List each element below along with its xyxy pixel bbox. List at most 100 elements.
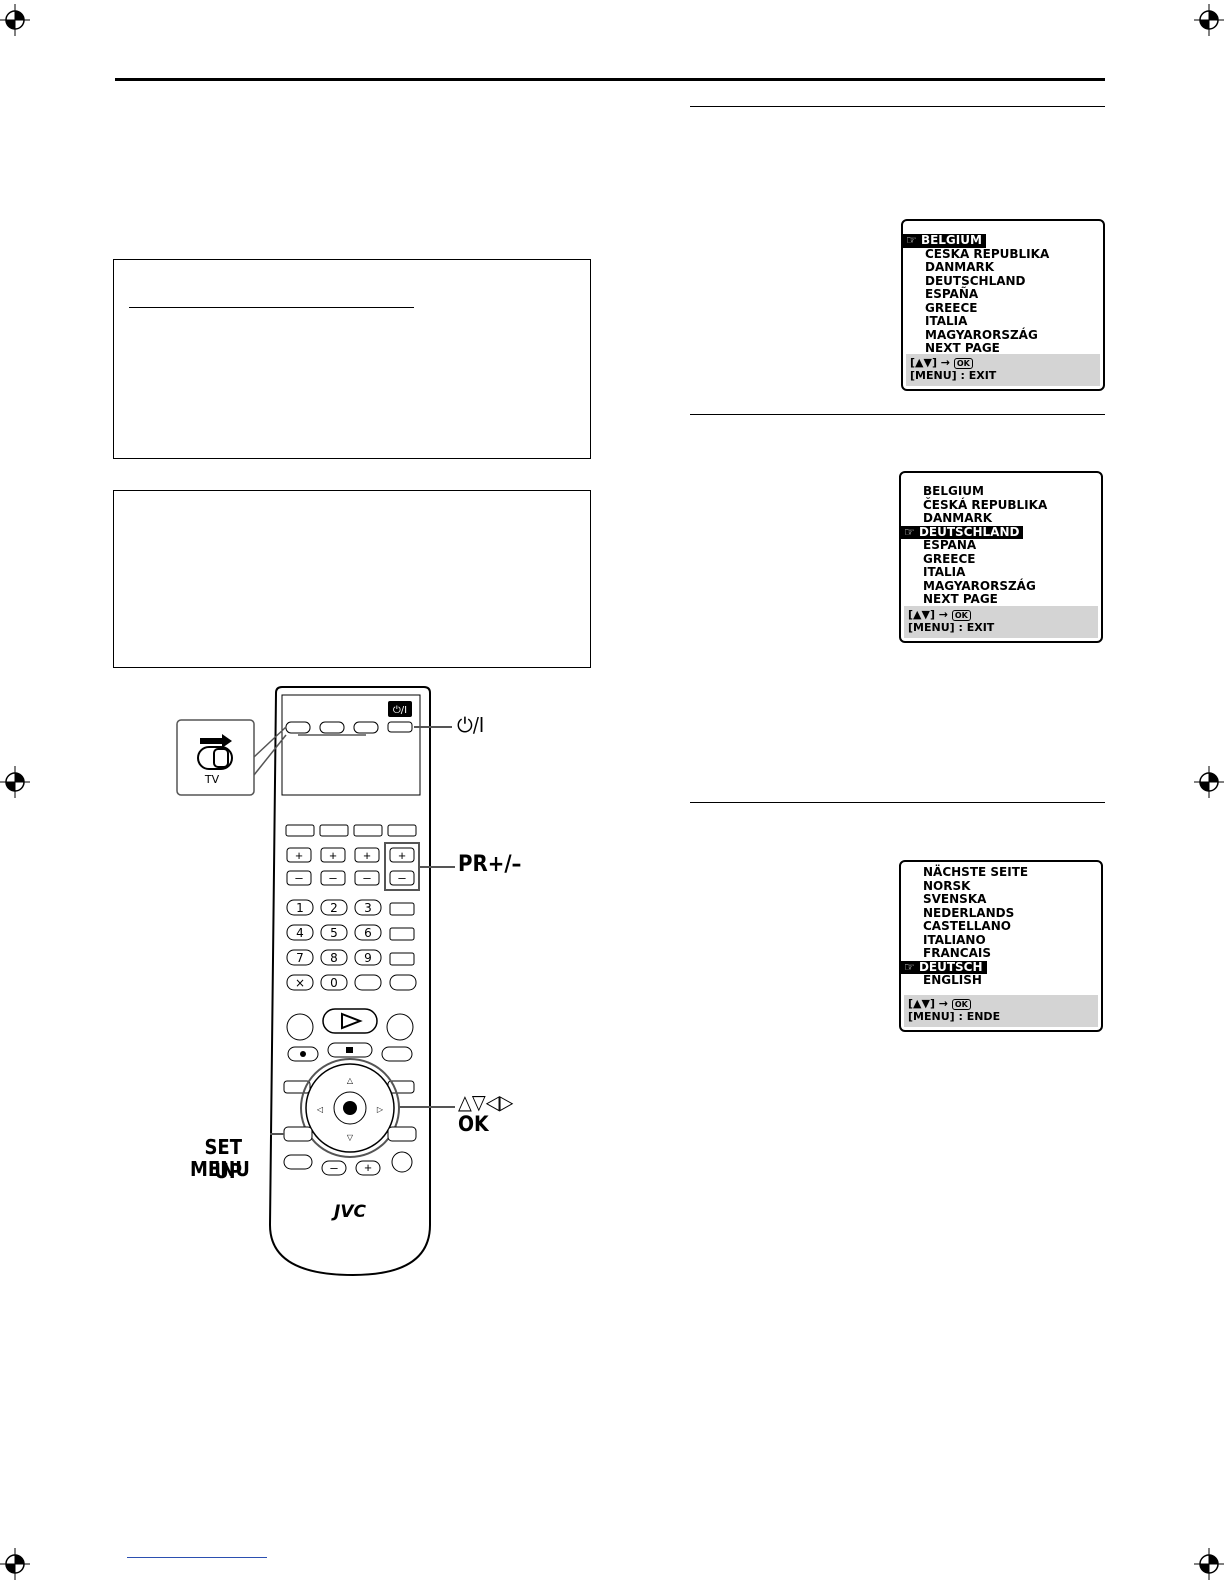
svg-text:7: 7 — [296, 951, 304, 965]
registration-mark-bottom-right — [1194, 1548, 1224, 1580]
osd-item-label: DEUTSCH — [918, 959, 983, 974]
svg-text:9: 9 — [364, 951, 372, 965]
osd-menu-item[interactable]: GREECE — [901, 551, 1101, 567]
osd-item-label: NÄCHSTE SEITE — [923, 865, 1029, 879]
osd-item-label: SVENSKA — [923, 892, 987, 906]
remote-top-button — [353, 721, 379, 734]
ok-icon: OK — [951, 609, 971, 621]
osd-menu-item[interactable]: ☞ DEUTSCHLAND — [901, 524, 1101, 539]
osd-menu-item[interactable]: DANMARK — [901, 511, 1101, 526]
svg-text:–: – — [329, 870, 337, 885]
osd-item-label: GREECE — [923, 551, 976, 566]
svg-text:2: 2 — [330, 901, 338, 915]
osd-menu-item[interactable]: NEXT PAGE — [901, 592, 1101, 607]
osd-menu-item[interactable]: ITALIANO — [901, 932, 1101, 948]
osd-selected-item: ☞ DEUTSCH — [901, 959, 987, 974]
osd-menu-item[interactable]: NORSK — [901, 878, 1101, 894]
osd-menu-item[interactable]: SVENSKA — [901, 892, 1101, 907]
osd-item-label: ESPAÑA — [925, 287, 979, 301]
section-rule-3 — [690, 802, 1105, 803]
osd-menu-item[interactable]: FRANCAIS — [901, 946, 1101, 961]
ok-icon: OK — [953, 357, 973, 369]
osd-item-label: ITALIA — [925, 314, 968, 328]
osd-menu-item[interactable]: CASTELLANO — [901, 919, 1101, 934]
osd-menu-item[interactable]: ESPAÑA — [903, 287, 1103, 302]
osd-item-label: ČESKÁ REPUBLIKA — [925, 246, 1050, 261]
osd-footer-nav: [▲▼] → — [910, 356, 951, 369]
svg-text:6: 6 — [364, 926, 372, 940]
osd-item-label: ČESKÁ REPUBLIKA — [923, 497, 1048, 512]
note-box-1-underline — [129, 307, 414, 308]
svg-text:△: △ — [347, 1076, 354, 1085]
pointing-hand-icon: ☞ — [904, 524, 919, 539]
osd-menu-item[interactable]: NEDERLANDS — [901, 905, 1101, 921]
note-box-2 — [113, 490, 591, 668]
svg-text:–: – — [398, 870, 406, 885]
osd-menu-item[interactable]: DANMARK — [903, 260, 1103, 275]
svg-text:◁: ◁ — [317, 1105, 324, 1114]
remote-navigation-pad: △ ▽ ◁ ▷ – + — [283, 1058, 417, 1176]
osd-footer-menu: [MENU] : ENDE — [908, 1010, 1001, 1023]
osd-item-label: DANMARK — [923, 511, 993, 525]
osd-menu-item[interactable]: ENGLISH — [901, 973, 1101, 988]
osd-menu-item[interactable]: ESPAÑA — [901, 538, 1101, 553]
remote-power-symbol: ⏻/I — [393, 705, 407, 716]
remote-volume-channel-buttons: + + + + – – – – — [286, 847, 415, 886]
footer-link-underline — [127, 1557, 267, 1558]
svg-text:×: × — [295, 976, 305, 990]
osd-menu-item[interactable]: ☞ DEUTSCH — [901, 959, 1101, 974]
osd-item-label: GREECE — [925, 300, 978, 315]
osd-item-label: DEUTSCHLAND — [918, 524, 1020, 539]
setup-callout-label-line2: MENU — [190, 1157, 250, 1181]
osd-item-label: NEXT PAGE — [923, 592, 998, 606]
osd-menu-item[interactable]: MAGYARORSZÁG — [903, 327, 1103, 343]
osd-menu-item[interactable]: NÄCHSTE SEITE — [901, 865, 1101, 880]
osd-item-label: BELGIUM — [923, 484, 984, 498]
power-callout-label: ⏻/I — [457, 713, 485, 737]
svg-text:–: – — [330, 1160, 338, 1175]
osd-menu-item[interactable]: ČESKÁ REPUBLIKA — [903, 246, 1103, 262]
registration-mark-mid-right — [1194, 766, 1224, 798]
osd-menu-item[interactable]: ☞ BELGIUM — [903, 233, 1103, 248]
svg-text:5: 5 — [330, 926, 338, 940]
osd-footer-menu: [MENU] : EXIT — [908, 621, 995, 634]
osd-menu-item[interactable]: ITALIA — [901, 565, 1101, 580]
osd-item-label: NORSK — [923, 878, 971, 893]
osd-item-label: MAGYARORSZÁG — [925, 327, 1038, 342]
pointing-hand-icon: ☞ — [904, 959, 919, 974]
osd-item-label: BELGIUM — [920, 233, 982, 247]
svg-text:+: + — [398, 848, 406, 863]
osd-menu-item[interactable]: DEUTSCHLAND — [903, 274, 1103, 289]
pointing-hand-icon: ☞ — [906, 233, 921, 247]
section-rule-2 — [690, 414, 1105, 415]
osd-menu-item[interactable]: NEXT PAGE — [903, 341, 1103, 356]
remote-number-pad: 1 2 3 4 5 6 7 8 9 × 0 — [286, 899, 417, 991]
osd-item-label: NEDERLANDS — [923, 905, 1015, 920]
svg-text:0: 0 — [330, 976, 338, 990]
osd-item-label: NEXT PAGE — [925, 341, 1000, 355]
svg-text:8: 8 — [330, 951, 338, 965]
osd-menu-item[interactable]: MAGYARORSZÁG — [901, 579, 1101, 594]
remote-func-button — [353, 824, 383, 837]
svg-text:–: – — [363, 870, 371, 885]
osd-menu-item[interactable]: BELGIUM — [901, 484, 1101, 499]
osd-menu-item[interactable]: GREECE — [903, 300, 1103, 316]
remote-control-illustration: ⏻/I + + + + – – – – 1 2 3 4 5 6 7 8 9 × … — [176, 686, 455, 1277]
svg-text:3: 3 — [364, 901, 372, 915]
svg-text:▽: ▽ — [347, 1133, 354, 1142]
osd-menu-item[interactable]: ITALIA — [903, 314, 1103, 329]
remote-top-button — [319, 721, 345, 734]
osd-item-label: ITALIANO — [923, 932, 986, 947]
osd-menu-item[interactable]: ČESKÁ REPUBLIKA — [901, 497, 1101, 513]
svg-text:+: + — [295, 848, 303, 863]
registration-mark-mid-left — [0, 766, 30, 798]
header-rule — [115, 78, 1105, 81]
registration-mark-bottom-left — [0, 1548, 30, 1580]
remote-switch — [285, 721, 311, 734]
ok-icon: OK — [951, 998, 971, 1010]
osd-selected-item: ☞ DEUTSCHLAND — [901, 524, 1024, 539]
osd-item-label: ESPAÑA — [923, 538, 977, 552]
svg-text:–: – — [295, 870, 303, 885]
